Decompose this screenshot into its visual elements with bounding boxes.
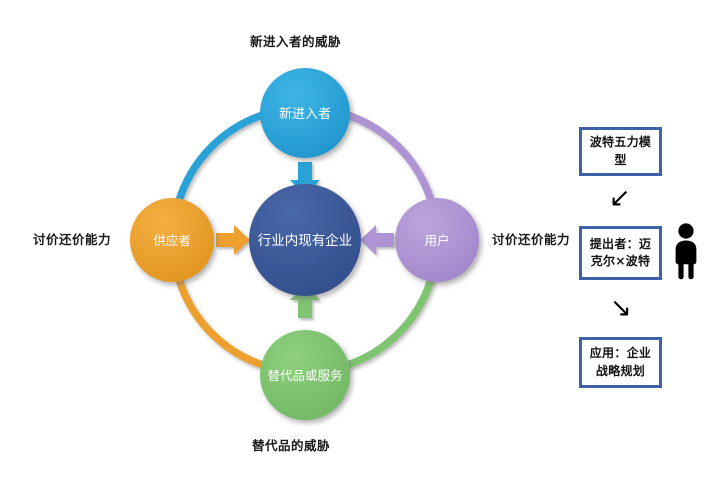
label-threat-of-new-entrants: 新进入者的威胁 — [250, 34, 342, 49]
node-center-incumbents[interactable]: 行业内现有企业 — [249, 184, 361, 296]
node-buyers-label: 用户 — [424, 233, 449, 248]
node-new-entrants-label: 新进入者 — [279, 106, 331, 122]
label-buyer-bargaining-power: 讨价还价能力 — [492, 232, 571, 247]
node-substitutes-label: 替代品或服务 — [267, 368, 342, 383]
box-application[interactable]: 应用：企业战略规划 — [579, 337, 662, 388]
node-new-entrants[interactable]: 新进入者 — [260, 68, 350, 158]
box-model-name[interactable]: 波特五力模型 — [579, 127, 662, 176]
node-substitutes[interactable]: 替代品或服务 — [260, 330, 350, 420]
node-buyers[interactable]: 用户 — [395, 198, 479, 282]
box-author[interactable]: 提出者：迈克尔×波特 — [579, 226, 662, 280]
label-supplier-bargaining-power: 讨价还价能力 — [33, 232, 112, 247]
arrow-suppliers-to-center — [216, 225, 250, 255]
node-suppliers[interactable]: 供应者 — [130, 198, 214, 282]
arrow-buyers-to-center — [360, 225, 394, 255]
node-suppliers-label: 供应者 — [153, 233, 191, 248]
arrow-down-left-icon: ↙ — [609, 183, 631, 213]
person-icon — [675, 223, 697, 280]
porter-five-forces-diagram: 行业内现有企业 新进入者 供应者 用户 替代品或服务 — [130, 68, 479, 420]
label-threat-of-substitutes: 替代品的威胁 — [252, 438, 331, 453]
arrow-down-right-icon: ↘ — [610, 293, 632, 323]
node-center-label: 行业内现有企业 — [258, 232, 353, 249]
